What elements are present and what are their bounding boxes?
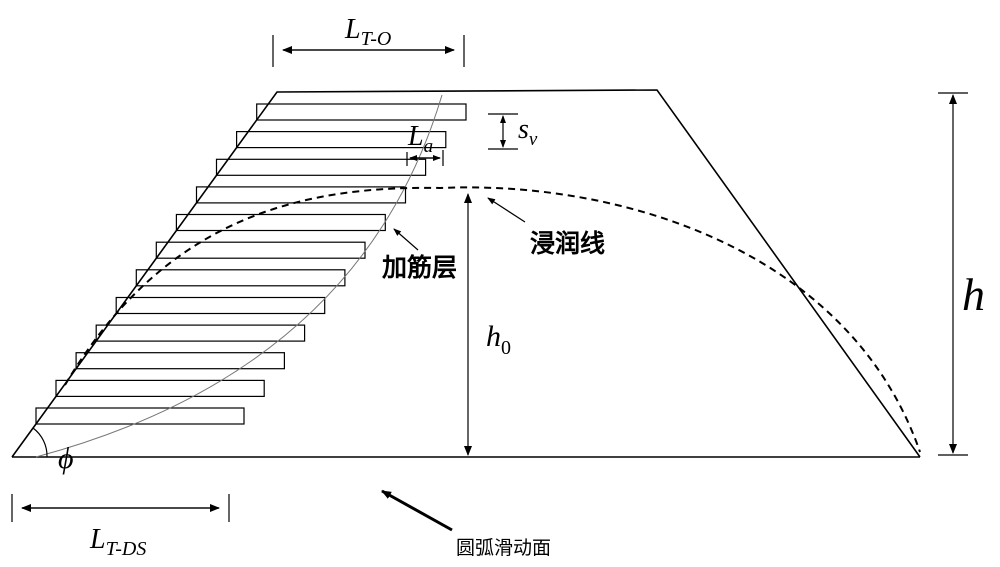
lto-dimension (272, 35, 465, 67)
reinforcement-layer-12 (35, 407, 245, 425)
phi-label: ϕ (58, 442, 74, 475)
reinforcement-layer-8 (115, 296, 326, 315)
reinforcement-layer-1 (256, 103, 467, 121)
arc-slip-surface-curve (35, 94, 443, 458)
reinforcement-layer-5 (175, 213, 386, 232)
reinforcement-layers (35, 103, 467, 425)
sv-label: sv (518, 114, 538, 150)
reinforcement-layer-10 (75, 352, 286, 370)
reinforcement-pointer-arrow (393, 228, 419, 251)
arc-slip-surface-label: 圆弧滑动面 (456, 537, 551, 559)
lto-label: LT-O (344, 14, 391, 50)
h0-label: h0 (486, 320, 511, 359)
h-label: h (962, 269, 985, 320)
reinforcement-layer-11 (55, 379, 265, 397)
slip-surface-pointer-arrow (381, 489, 453, 532)
h-dimension (938, 92, 968, 456)
reinforcement-layer-9 (95, 324, 306, 342)
la-label: La (407, 121, 433, 157)
reinforcement-layer-3 (215, 158, 427, 176)
reinforcement-layer-label: 加筋层 (381, 253, 457, 282)
reinforcement-layer-4 (195, 186, 407, 204)
reinforcement-layer-6 (155, 241, 366, 259)
phreatic-pointer-arrow (487, 197, 526, 223)
la-dimension (406, 150, 444, 166)
reinforcement-layer-2 (236, 131, 447, 149)
ltds-dimension (11, 494, 230, 522)
slope-angle-arc (32, 427, 48, 458)
sv-dimension (488, 113, 518, 150)
phreatic-line-label: 浸润线 (530, 229, 605, 258)
ltds-label: LT-DS (89, 524, 146, 560)
phreatic-line-curve (64, 186, 921, 453)
reinforcement-layer-7 (135, 269, 346, 287)
embankment-outline (11, 89, 921, 458)
